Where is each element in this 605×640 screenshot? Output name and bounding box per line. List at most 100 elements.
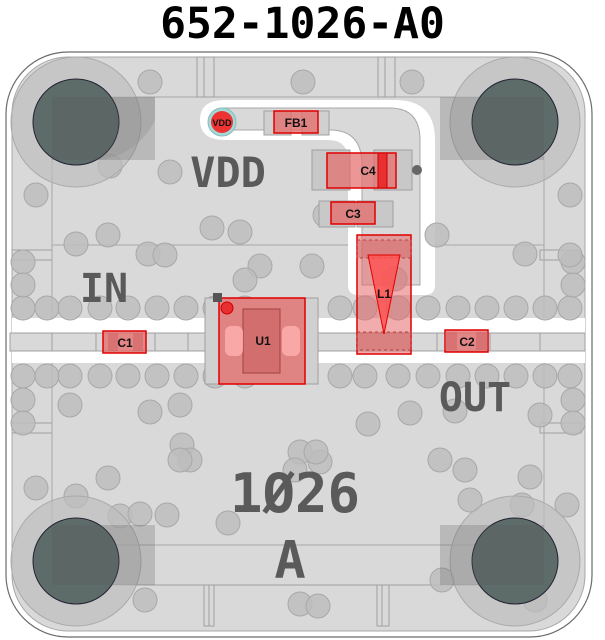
- via: [303, 439, 329, 465]
- via: [427, 447, 453, 473]
- via: [503, 363, 529, 389]
- via: [137, 69, 163, 95]
- via: [157, 159, 183, 185]
- via: [415, 295, 441, 321]
- via: [457, 487, 483, 513]
- via: [557, 182, 583, 208]
- via: [227, 219, 253, 245]
- via: [424, 222, 450, 248]
- via: [57, 363, 83, 389]
- via: [305, 593, 331, 619]
- l1-label: L1: [377, 287, 391, 301]
- via: [10, 249, 36, 275]
- via: [232, 267, 258, 293]
- via: [154, 502, 180, 528]
- u1-pin1-marker: [213, 293, 222, 302]
- silk-part-number: 1Ø26: [230, 462, 360, 525]
- via: [144, 363, 170, 389]
- silk-in-label: IN: [80, 266, 128, 312]
- via: [282, 457, 308, 483]
- vdd-pad[interactable]: VDD: [207, 107, 237, 137]
- via: [399, 69, 425, 95]
- mount-hole-bottom-left: [10, 495, 155, 627]
- via: [299, 253, 325, 279]
- mount-hole-bottom-right: [440, 495, 581, 627]
- via: [173, 363, 199, 389]
- via: [527, 402, 553, 428]
- via: [132, 587, 158, 613]
- vdd-pad-label: VDD: [212, 118, 232, 128]
- via: [23, 475, 49, 501]
- via: [87, 363, 113, 389]
- via: [355, 411, 381, 437]
- via: [34, 363, 60, 389]
- mount-holes: [10, 56, 581, 627]
- component-l1[interactable]: L1: [356, 234, 412, 355]
- silk-revision: A: [274, 531, 305, 591]
- via: [115, 363, 141, 389]
- via: [290, 69, 316, 95]
- via: [87, 295, 113, 321]
- c4-label: C4: [360, 164, 376, 178]
- via: [415, 363, 441, 389]
- via: [23, 182, 49, 208]
- via: [57, 295, 83, 321]
- c1-label: C1: [117, 336, 133, 350]
- component-c4[interactable]: C4: [311, 149, 413, 191]
- via: [10, 363, 36, 389]
- component-u1[interactable]: U1: [204, 297, 319, 385]
- via: [503, 295, 529, 321]
- via: [137, 399, 163, 425]
- via: [452, 457, 478, 483]
- component-c2[interactable]: C2: [444, 329, 489, 353]
- via: [215, 510, 241, 536]
- component-c3[interactable]: C3: [318, 200, 394, 228]
- via: [517, 464, 543, 490]
- via: [397, 400, 423, 426]
- c2-label: C2: [459, 335, 475, 349]
- via: [557, 295, 583, 321]
- via: [57, 392, 83, 418]
- via: [10, 410, 36, 436]
- via: [532, 295, 558, 321]
- via: [199, 215, 225, 241]
- c3-label: C3: [345, 207, 361, 221]
- via: [445, 363, 471, 389]
- via: [442, 398, 468, 424]
- via: [327, 295, 353, 321]
- via: [95, 465, 121, 491]
- via: [474, 295, 500, 321]
- u1-pin1-dot: [220, 301, 234, 315]
- component-c1[interactable]: C1: [102, 330, 147, 354]
- via: [557, 363, 583, 389]
- via: [10, 272, 36, 298]
- via: [512, 241, 538, 267]
- via: [10, 295, 36, 321]
- via: [127, 501, 153, 527]
- c4-polarity-dot: [412, 165, 422, 175]
- via: [445, 295, 471, 321]
- via: [167, 392, 193, 418]
- via: [352, 363, 378, 389]
- via: [173, 295, 199, 321]
- via: [327, 363, 353, 389]
- via: [95, 222, 121, 248]
- via: [557, 242, 583, 268]
- via: [152, 242, 178, 268]
- via: [532, 363, 558, 389]
- board-title: 652-1026-A0: [160, 0, 445, 49]
- via: [10, 387, 36, 413]
- via: [554, 492, 580, 518]
- via: [167, 447, 193, 473]
- via: [560, 272, 586, 298]
- fb1-label: FB1: [285, 116, 308, 130]
- via: [115, 295, 141, 321]
- via: [144, 295, 170, 321]
- silk-vdd-label: VDD: [190, 148, 266, 197]
- via: [560, 387, 586, 413]
- component-fb1[interactable]: FB1: [263, 110, 330, 136]
- mount-hole-top-right: [440, 56, 581, 188]
- silk-out-label: OUT: [439, 375, 511, 421]
- via: [560, 410, 586, 436]
